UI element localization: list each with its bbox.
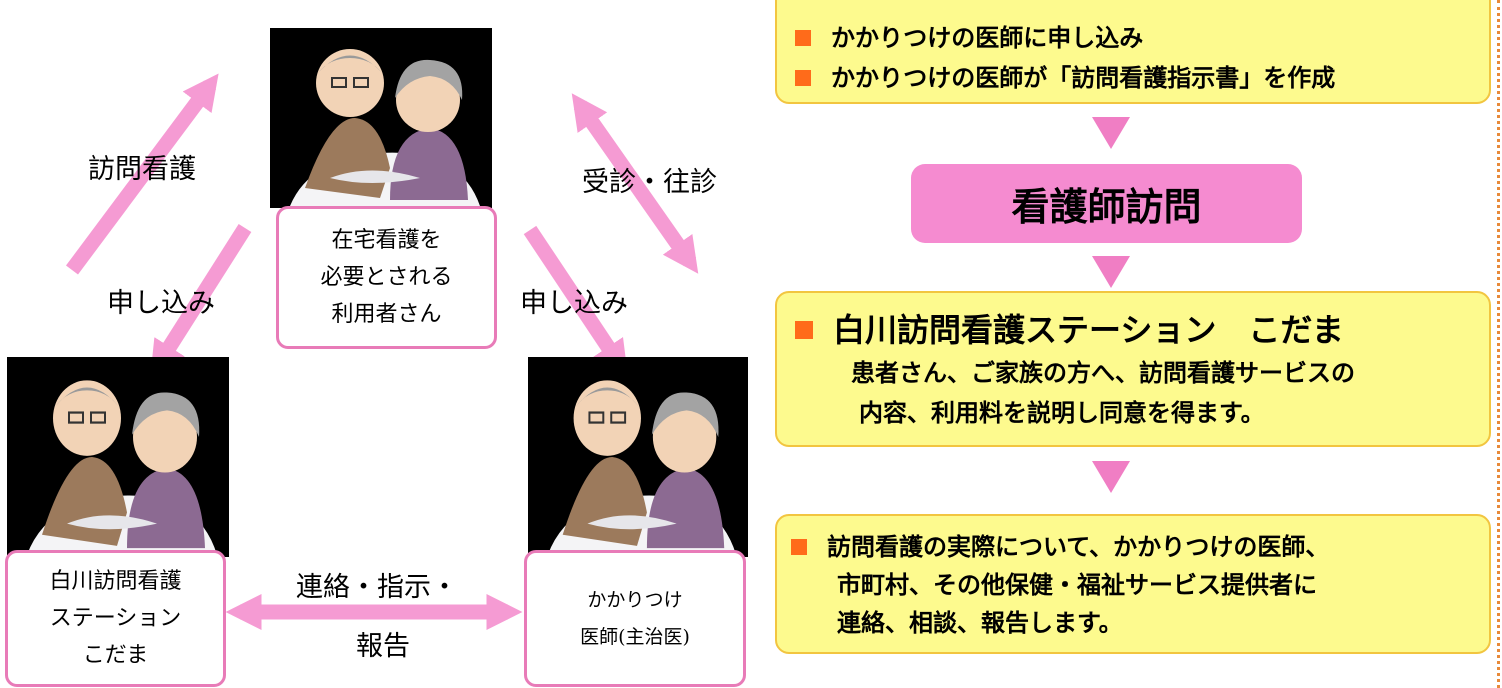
doctor-label-box: かかりつけ 医師(主治医) bbox=[524, 550, 746, 687]
dotted-border-line bbox=[1497, 0, 1500, 688]
doctor-photo bbox=[528, 357, 748, 557]
bullet-square-icon bbox=[791, 539, 807, 555]
explain-text-line: 患者さん、ご家族の方へ、訪問看護サービスの bbox=[851, 359, 1355, 387]
apply-left-label: 申し込み bbox=[107, 288, 215, 319]
report-text-line: 訪問看護の実際について、かかりつけの医師、 bbox=[791, 528, 1489, 566]
patient-label-line: 在宅看護を bbox=[331, 228, 442, 253]
patient-label-box: 在宅看護を 必要とされる 利用者さん bbox=[276, 206, 497, 349]
patient-label-line: 利用者さん bbox=[331, 302, 442, 327]
station-label-line: こだま bbox=[82, 643, 149, 668]
flow-step-explain: 白川訪問看護ステーション こだま 患者さん、ご家族の方へ、訪問看護サービスの 内… bbox=[775, 291, 1491, 447]
apply-right-label: 申し込み bbox=[520, 288, 628, 319]
patient-photo bbox=[270, 28, 492, 208]
visit-nursing-label: 訪問看護 bbox=[88, 154, 196, 185]
consult-visit-label: 受診・往診 bbox=[582, 167, 717, 198]
station-label-line: 白川訪問看護 bbox=[49, 569, 182, 594]
bullet-square-icon bbox=[795, 321, 813, 339]
nurse-visit-step: 看護師訪問 bbox=[911, 164, 1302, 243]
apply-left-arrow bbox=[150, 223, 252, 378]
elderly-couple-illustration bbox=[290, 49, 480, 206]
contact-label-line1: 連絡・指示・ bbox=[296, 572, 458, 603]
report-text-line: 連絡、相談、報告します。 bbox=[837, 609, 1123, 637]
explain-text-line: 内容、利用料を説明し同意を得ます。 bbox=[859, 399, 1265, 427]
doctor-label-line: かかりつけ bbox=[587, 588, 683, 611]
consult-visit-arrow bbox=[571, 93, 699, 274]
bullet-square-icon bbox=[795, 30, 811, 46]
flow-step-report: 訪問看護の実際について、かかりつけの医師、 市町村、その他保健・福祉サービス提供… bbox=[775, 514, 1491, 654]
report-text-line: 市町村、その他保健・福祉サービス提供者に bbox=[837, 571, 1317, 599]
doctor-label-line: 医師(主治医) bbox=[580, 625, 690, 648]
station-photo bbox=[7, 357, 229, 557]
flow-step-request: かかりつけの医師に申し込み かかりつけの医師が「訪問看護指示書」を作成 bbox=[775, 0, 1491, 104]
station-label-line: ステーション bbox=[49, 606, 182, 631]
flow-step-request-line: かかりつけの医師が「訪問看護指示書」を作成 bbox=[795, 58, 1489, 98]
down-arrow-icon bbox=[1092, 256, 1130, 288]
elderly-couple-illustration bbox=[547, 380, 737, 555]
station-title-line: 白川訪問看護ステーション こだま bbox=[795, 307, 1489, 353]
down-arrow-icon bbox=[1092, 117, 1130, 149]
elderly-couple-illustration bbox=[27, 380, 217, 555]
patient-label-line: 必要とされる bbox=[320, 265, 453, 290]
contact-label-line2: 報告 bbox=[356, 631, 410, 662]
visit-nursing-arrow bbox=[65, 73, 219, 275]
relationship-arrows bbox=[65, 73, 699, 631]
flow-step-request-line: かかりつけの医師に申し込み bbox=[795, 18, 1489, 58]
bullet-square-icon bbox=[795, 70, 811, 86]
station-label-box: 白川訪問看護 ステーション こだま bbox=[5, 550, 226, 687]
apply-right-arrow bbox=[523, 225, 628, 377]
down-arrow-icon bbox=[1092, 461, 1130, 493]
